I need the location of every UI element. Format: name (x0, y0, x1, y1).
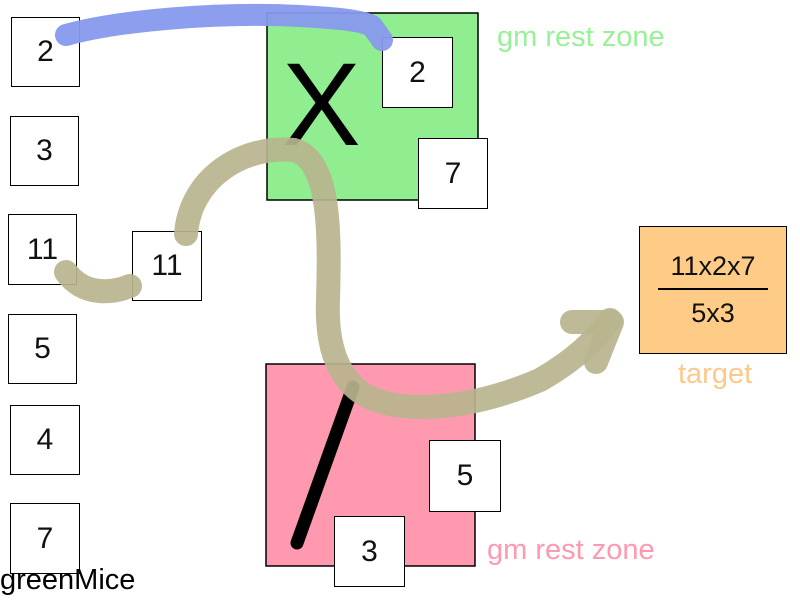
number-card[interactable]: 11 (8, 214, 77, 285)
multiply-zone-label: gm rest zone (497, 21, 665, 53)
multiply-operator-icon: X (282, 39, 361, 171)
number-card[interactable]: 2 (11, 17, 80, 87)
caption-text: greenMice (0, 564, 136, 596)
number-card[interactable]: 5 (8, 314, 77, 384)
divide-zone-card[interactable]: 3 (334, 516, 405, 587)
number-card[interactable]: 3 (10, 116, 79, 186)
number-card[interactable]: 4 (10, 405, 80, 475)
number-card[interactable]: 7 (10, 503, 80, 574)
multiply-zone-card[interactable]: 2 (382, 37, 453, 108)
divide-zone-label: gm rest zone (487, 534, 655, 566)
target-box: 11x2x7 5x3 (639, 226, 787, 354)
moving-number-card[interactable]: 11 (132, 231, 202, 301)
divide-zone-card[interactable]: 5 (429, 440, 501, 512)
fraction-bar (658, 288, 768, 290)
target-label: target (678, 358, 753, 390)
multiply-zone-card[interactable]: 7 (418, 138, 488, 209)
target-numerator: 11x2x7 (670, 251, 756, 282)
target-denominator: 5x3 (691, 297, 735, 328)
